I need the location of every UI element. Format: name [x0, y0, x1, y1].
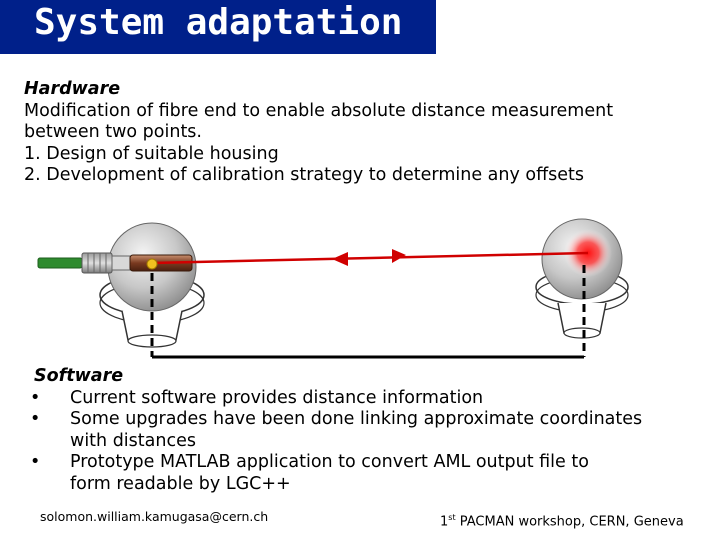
reference-point-marker [146, 258, 158, 270]
title-bar [0, 0, 436, 54]
footer-email: solomon.william.kamugasa@cern.ch [40, 509, 269, 524]
software-heading: Software [34, 366, 124, 386]
bullet-3-line-2: form readable by LGC++ [70, 473, 291, 494]
measurement-diagram [37, 218, 629, 359]
beam-arrow-right-icon [392, 249, 406, 263]
bullet-icon: • [30, 409, 41, 429]
right-sphere [541, 218, 623, 300]
software-bullet-3: • Prototype MATLAB application to conver… [30, 452, 714, 495]
distance-bracket [150, 265, 586, 359]
beam-arrow-left-icon [332, 252, 348, 266]
bullet-1-line-1: Current software provides distance infor… [70, 387, 484, 408]
software-bullet-1: • Current software provides distance inf… [30, 387, 714, 410]
software-section: Software • Current software provides dis… [30, 366, 714, 495]
footer-event: 1st PACMAN workshop, CERN, Geneva [440, 513, 684, 529]
hardware-step-1: 1. Design of suitable housing [24, 143, 279, 164]
bullet-icon: • [30, 387, 41, 408]
slide-title: System adaptation [34, 2, 403, 43]
bullet-3-line-1: Prototype MATLAB application to convert … [70, 452, 589, 472]
hardware-description-line-2: between two points. [24, 122, 202, 142]
footer-event-text: PACMAN workshop, CERN, Geneva [455, 514, 684, 530]
footer-event-superscript: st [448, 513, 456, 522]
bullet-2-line-1: Some upgrades have been done linking app… [70, 409, 643, 429]
software-bullet-2: • Some upgrades have been done linking a… [30, 409, 714, 452]
hardware-description-line-1: Modification of fibre end to enable abso… [24, 100, 614, 121]
laser-beam [151, 249, 589, 266]
hardware-heading: Hardware [24, 79, 121, 99]
bullet-icon: • [30, 452, 41, 472]
hardware-section: Hardware Modification of fibre end to en… [24, 79, 714, 187]
footer-event-number: 1 [440, 514, 449, 530]
fibre-connector [37, 252, 193, 274]
hardware-step-2: 2. Development of calibration strategy t… [24, 165, 585, 185]
bullet-2-line-2: with distances [70, 430, 196, 451]
